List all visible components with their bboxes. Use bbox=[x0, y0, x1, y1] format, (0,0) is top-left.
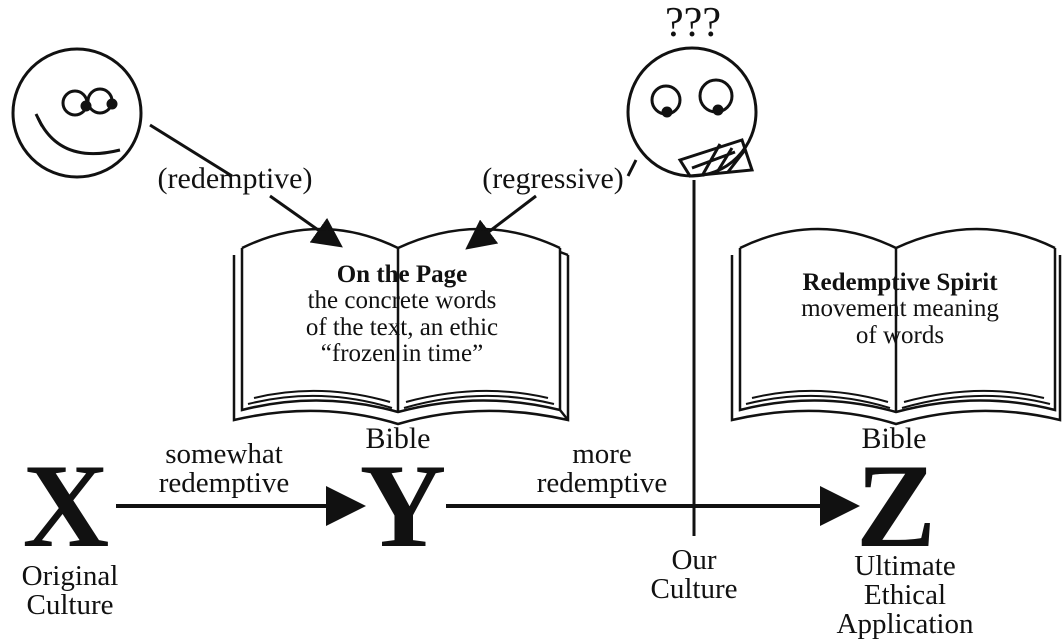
book-right-title: Redemptive Spirit bbox=[802, 269, 998, 296]
book-left-caption: Bible bbox=[365, 422, 431, 455]
our-culture-label: Our Culture bbox=[650, 544, 738, 605]
book-right-text: Redemptive Spirit movement meaning of wo… bbox=[760, 269, 1040, 349]
redemptive-connector bbox=[149, 123, 233, 178]
book-left-title: On the Page bbox=[336, 261, 468, 288]
bible-book-right-icon bbox=[730, 227, 1062, 426]
more-redemptive-label: more redemptive bbox=[536, 438, 668, 499]
somewhat-redemptive-label: somewhat redemptive bbox=[158, 438, 290, 499]
original-culture-label: Original Culture bbox=[21, 560, 119, 621]
ultimate-ethical-application-label: Ultimate Ethical Application bbox=[836, 550, 974, 640]
redemptive-label: (redemptive) bbox=[157, 162, 313, 195]
worried-face-icon bbox=[626, 46, 758, 178]
bible-book-left-icon bbox=[232, 227, 570, 426]
book-left-line2: of the text, an ethic bbox=[305, 313, 499, 341]
question-marks: ??? bbox=[665, 0, 721, 46]
regressive-label: (regressive) bbox=[482, 162, 624, 195]
book-right-caption: Bible bbox=[861, 422, 927, 455]
regressive-arrow bbox=[465, 194, 537, 250]
book-left-line3: “frozen in time” bbox=[320, 339, 484, 367]
book-left-text: On the Page the concrete words of the te… bbox=[262, 261, 542, 367]
point-x-letter: X bbox=[22, 439, 110, 572]
book-right-line1: movement meaning bbox=[801, 295, 999, 323]
point-y-letter: Y bbox=[359, 439, 447, 572]
book-left-line1: the concrete words bbox=[307, 287, 497, 315]
book-right-line2: of words bbox=[855, 321, 945, 349]
redemptive-arrow bbox=[269, 194, 343, 248]
point-z-letter: Z bbox=[855, 439, 937, 572]
regressive-connector bbox=[626, 159, 638, 177]
happy-face-icon bbox=[11, 47, 143, 179]
